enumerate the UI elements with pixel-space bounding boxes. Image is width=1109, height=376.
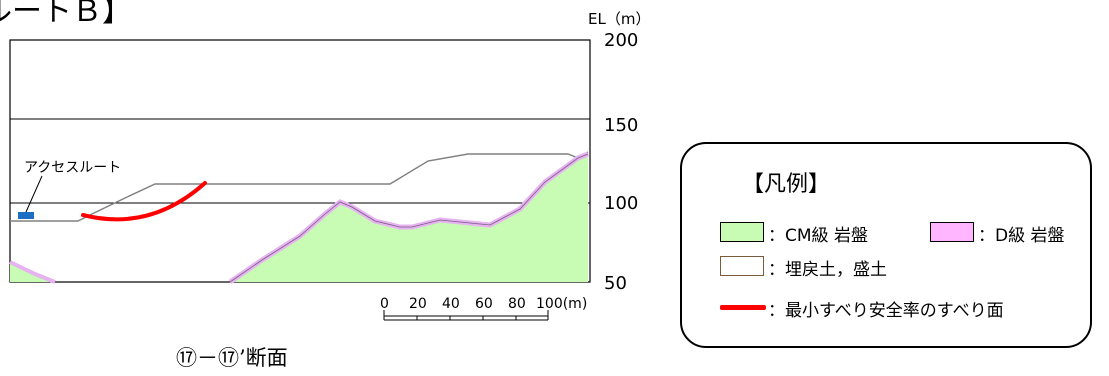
- legend-title: 【凡例】: [742, 172, 831, 197]
- critical-slip-surface: [81, 181, 207, 222]
- y-tick-100: 100: [604, 193, 639, 214]
- legend-panel: [680, 142, 1092, 348]
- legend-swatch-fill: [720, 256, 764, 276]
- elevation-unit-label: EL（m）: [588, 10, 651, 28]
- scale-label-40: 40: [442, 296, 460, 312]
- legend-label-d-rock: ：D級 岩盤: [978, 226, 1065, 246]
- figure-title-fragment: ルートＢ】: [0, 0, 132, 29]
- scale-label-80: 80: [508, 296, 526, 312]
- legend-label-fill: ：埋戻土，盛土: [768, 260, 887, 280]
- access-route-marker: [18, 212, 34, 219]
- legend-swatch-slip-surface: [720, 305, 766, 310]
- cm-rock-left-area: [10, 262, 55, 282]
- rock-surface-outline: [229, 153, 589, 283]
- legend-label-cm-rock: ：CM級 岩盤: [768, 226, 868, 246]
- d-rock-left-band: [9, 260, 56, 284]
- legend-swatch-cm-rock: [720, 222, 764, 242]
- scale-label-60: 60: [475, 296, 493, 312]
- scale-label-20: 20: [409, 296, 427, 312]
- scale-label-0: 0: [380, 296, 389, 312]
- y-tick-150: 150: [604, 115, 639, 136]
- y-tick-200: 200: [604, 30, 639, 51]
- scale-bar: [383, 310, 549, 321]
- legend-label-slip-surface: ：最小すべり安全率のすべり面: [768, 301, 1004, 321]
- cm-rock-main-area: [230, 154, 588, 282]
- access-route-label: アクセスルート: [24, 160, 122, 176]
- y-tick-50: 50: [604, 273, 627, 294]
- access-route-leader: [25, 175, 43, 213]
- section-caption: ⑰－⑰’断面: [176, 346, 288, 370]
- scale-label-100m: 100(m): [536, 296, 588, 312]
- legend-swatch-d-rock: [930, 222, 974, 242]
